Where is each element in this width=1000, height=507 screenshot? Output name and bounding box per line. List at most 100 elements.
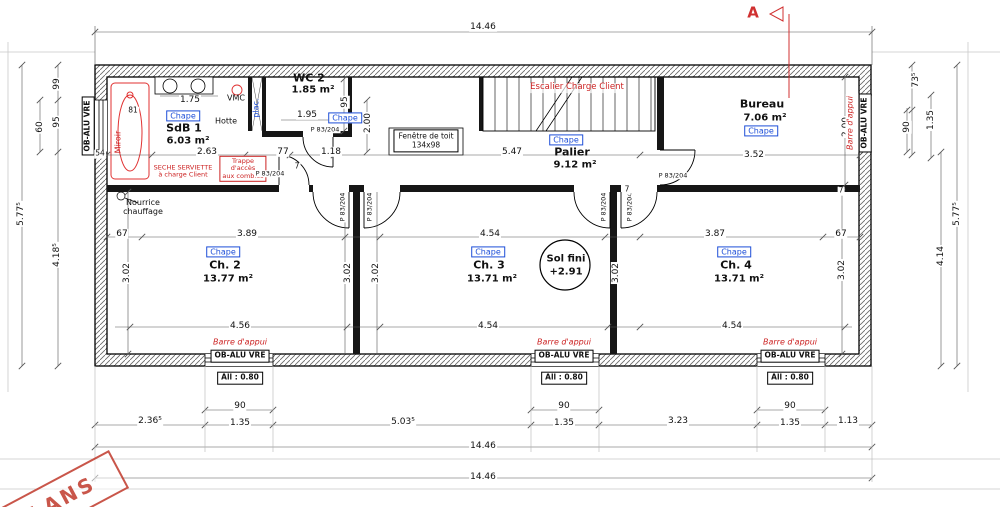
dim-left-95: 95 [51, 115, 63, 129]
dim-302-d: 3.02 [610, 261, 622, 285]
dim-90-ch3: 90 [557, 400, 571, 412]
label-seche-serviette: SECHE SERVIETTE à charge Client [153, 163, 213, 179]
dim-389: 3.89 [235, 228, 259, 240]
dim-302-c: 3.02 [370, 261, 382, 285]
dim-right-5775: 5.77⁵ [951, 201, 963, 227]
heating-manifold-icon [116, 191, 139, 204]
dim-right-90: 90 [901, 120, 913, 134]
dim-7-c: 7 [837, 185, 845, 196]
chape-hall: Chape [328, 112, 362, 124]
dim-113: 1.13 [836, 415, 860, 427]
label-fenetre-toit: Fenêtre de toit 134x98 [393, 129, 459, 153]
dim-left-4185: 4.18⁵ [51, 242, 63, 268]
dim-175: 1.75 [178, 94, 202, 106]
dim-454-ch3: 4.54 [476, 320, 500, 332]
door-label-sdb: P 83/204 [254, 169, 286, 178]
dim-left-99: 99 [51, 77, 63, 91]
barre-appui-ch3: Barre d'appui [534, 337, 594, 347]
window-label-bureau: OB-ALU VRE [858, 93, 872, 153]
label-escalier: Escalier Charge Client [528, 82, 626, 93]
dim-81: 81 [127, 105, 139, 116]
barre-appui-ch2: Barre d'appui [210, 337, 270, 347]
dim-90-ch4: 90 [783, 400, 797, 412]
door-label-ch2: P 83/204 [338, 191, 347, 223]
allege-ch2: All : 0.80 [217, 371, 263, 385]
dim-547: 5.47 [500, 146, 524, 158]
label-plac: plac. [251, 98, 261, 118]
dim-352: 3.52 [742, 149, 766, 161]
dim-302-a: 3.02 [121, 261, 133, 285]
dim-195: 1.95 [295, 109, 319, 121]
window-label-ch2: OB-ALU VRE [210, 349, 270, 363]
window-label-ch3: OB-ALU VRE [534, 349, 594, 363]
dim-454-corridor: 4.54 [478, 228, 502, 240]
dim-67-left: 67 [115, 228, 129, 240]
chape-palier: Chape [549, 134, 583, 146]
dim-left-60: 60 [34, 120, 46, 134]
room-name-bureau: Bureau [739, 97, 785, 111]
dim-right-135: 1.35 [925, 108, 937, 132]
door-swings [278, 136, 696, 229]
door-label-ch3-left: P 83/204 [365, 191, 374, 223]
dim-263: 2.63 [195, 146, 219, 158]
dim-95-wc: 95 [339, 95, 351, 109]
room-name-palier: Palier [554, 145, 590, 159]
dim-200-hall: 2.00 [362, 111, 374, 135]
extension-lines [94, 366, 873, 482]
label-vmc: VMC [227, 93, 245, 103]
dim-overall-top: 14.46 [469, 21, 497, 33]
vanity-sinks-icon [154, 76, 214, 95]
room-area-palier: 9.12 m² [553, 159, 597, 171]
dim-5035: 5.03⁵ [390, 416, 416, 428]
exterior-walls [94, 64, 872, 367]
dim-302-b: 3.02 [342, 261, 354, 285]
dim-387: 3.87 [703, 228, 727, 240]
allege-ch3: All : 0.80 [541, 371, 587, 385]
label-trappe-combles: Trappe d'accès aux combles [219, 155, 267, 183]
dim-right-414: 4.14 [935, 244, 947, 268]
room-name-ch4: Ch. 4 [720, 258, 752, 272]
chape-bureau: Chape [744, 125, 778, 137]
room-area-wc2: 1.85 m² [291, 84, 335, 96]
sol-fini-circle [539, 239, 591, 291]
dim-118: 1.18 [319, 146, 343, 158]
dim-302-e: 3.02 [836, 258, 848, 282]
door-label-ch3-right: P 83/204 [599, 191, 608, 223]
sol-fini-value: +2.91 [549, 266, 583, 278]
room-area-sdb1: 6.03 m² [166, 135, 210, 147]
section-marker [768, 6, 790, 98]
dim-135-ch4: 1.35 [778, 417, 802, 429]
label-hotte: Hotte [214, 116, 238, 126]
approval-stamp: PLANS [0, 449, 130, 507]
chape-ch3: Chape [471, 246, 505, 258]
barre-appui-bureau: Barre d'appui [845, 93, 855, 153]
allege-ch4: All : 0.80 [767, 371, 813, 385]
dim-left-5775: 5.77⁵ [15, 201, 27, 227]
dim-67-right: 67 [834, 228, 848, 240]
door-label-ch4: P 83/204 [625, 191, 634, 223]
sol-fini-label: Sol fini [546, 253, 586, 265]
room-area-bureau: 7.06 m² [743, 112, 787, 124]
room-name-wc2: WC 2 [293, 71, 325, 85]
dim-77: 77 [276, 146, 290, 158]
dim-overall-bottom-1: 14.46 [469, 440, 497, 452]
dim-7-b: 7 [623, 184, 631, 195]
room-area-ch4: 13.71 m² [714, 273, 764, 285]
room-name-ch2: Ch. 2 [209, 258, 241, 272]
dim-454-ch4: 4.54 [720, 320, 744, 332]
dim-right-735: 73⁵ [910, 71, 922, 89]
vmc-icon [231, 84, 243, 96]
room-area-ch2: 13.77 m² [203, 273, 253, 285]
label-miroir: Miroir [113, 130, 123, 154]
dim-overall-bottom-2: 14.46 [469, 471, 497, 483]
section-mark-a: A [747, 3, 759, 22]
room-name-ch3: Ch. 3 [473, 258, 505, 272]
chape-ch2: Chape [206, 246, 240, 258]
chape-ch4: Chape [717, 246, 751, 258]
dim-90-ch2: 90 [233, 400, 247, 412]
dim-323: 3.23 [666, 415, 690, 427]
construction-grid-lines [0, 42, 1000, 490]
room-area-ch3: 13.71 m² [467, 273, 517, 285]
